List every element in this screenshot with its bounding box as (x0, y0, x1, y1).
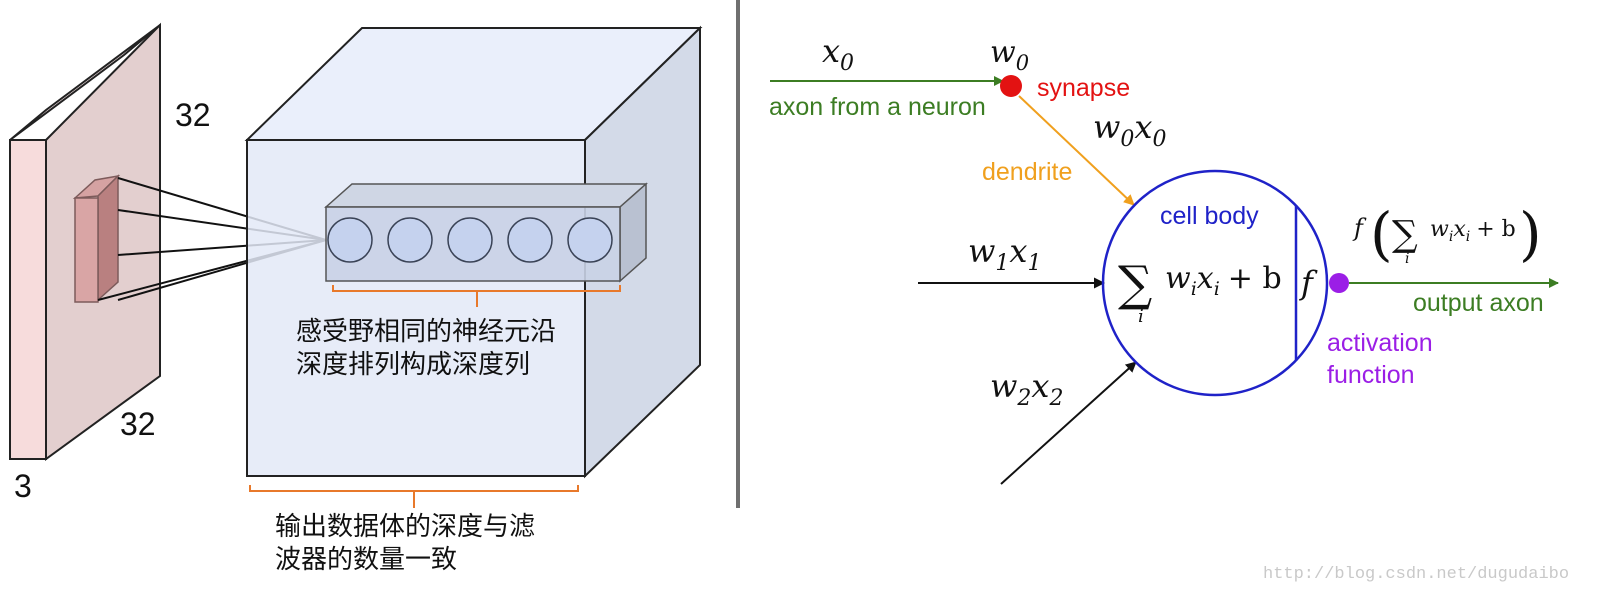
weight-w0-label: w0 (990, 35, 1029, 75)
depth-column (324, 182, 648, 283)
depth-column-top (324, 183, 648, 208)
synapse-dot (1000, 75, 1022, 97)
cell-body-sum-expression: wixi+ b (1165, 261, 1282, 300)
neuron-circles (327, 217, 613, 263)
synapse-label: synapse (1037, 74, 1130, 102)
output-formula-lparen: ( (1370, 200, 1393, 268)
neuron-circle (447, 217, 493, 263)
activation-function-label-line2: function (1327, 361, 1415, 389)
cell-body-circle (1101, 169, 1329, 397)
output-formula: f ( ∑ i wixi+ b ) (1352, 200, 1542, 268)
neuron-circle (507, 217, 553, 263)
input-x0-label: x0 (822, 32, 854, 76)
depth-column-caption-line1: 感受野相同的神经元沿 (296, 317, 556, 347)
brace-depth-column (332, 285, 621, 307)
input-width-label: 32 (120, 406, 156, 442)
output-volume (244, 25, 703, 479)
watermark: http://blog.csdn.net/dugudaibo (1263, 565, 1569, 584)
activation-f-symbol: f (1299, 264, 1318, 302)
neuron-model-panel: x0 axon from a neuron w0 synapse w0x0 de… (769, 32, 1559, 485)
input-volume-front-face (9, 139, 47, 460)
output-formula-sigma: ∑ (1392, 214, 1418, 255)
axon-from-neuron-label: axon from a neuron (769, 93, 986, 121)
receptive-field-front (74, 197, 99, 303)
input-height-label: 32 (175, 97, 211, 133)
input-depth-label: 3 (14, 468, 32, 504)
brace-output-depth-line (249, 485, 579, 492)
product-w0x0-label: w0x0 (1093, 108, 1166, 152)
output-formula-index: i (1405, 251, 1409, 267)
output-axon-label: output axon (1413, 289, 1544, 317)
output-formula-f: f (1352, 214, 1367, 242)
receptive-field-side (97, 174, 119, 302)
output-depth-caption-line1: 输出数据体的深度与滤 (275, 512, 535, 542)
cell-body-sigma: ∑ (1118, 256, 1152, 312)
dendrite-arrow (1018, 95, 1135, 206)
cnn-depth-column-panel: 32 32 3 感受野相同的神经元沿 深度排列构成深度列 输出数据体的深度与滤 … (9, 22, 703, 575)
output-formula-rparen: ) (1519, 200, 1542, 268)
brace-output-depth (249, 485, 579, 508)
depth-column-caption-line2: 深度排列构成深度列 (296, 350, 530, 380)
dendrite-label: dendrite (982, 158, 1072, 186)
activation-function-label-line1: activation (1327, 329, 1433, 357)
output-formula-expression: wixi+ b (1430, 217, 1516, 245)
product-w2x2-label: w2x2 (990, 367, 1063, 411)
output-depth-caption-line2: 波器的数量一致 (275, 545, 457, 575)
receptive-field (72, 174, 121, 303)
product-w1x1-label: w1x1 (968, 232, 1041, 276)
neuron-circle (567, 217, 613, 263)
cell-body-label: cell body (1160, 202, 1259, 230)
cell-body-sigma-index: i (1138, 306, 1144, 327)
activation-dot (1329, 273, 1349, 293)
neuron-circle (327, 217, 373, 263)
neuron-circle (387, 217, 433, 263)
input-w2x2-arrow (1000, 361, 1137, 485)
panel-separator (736, 0, 740, 508)
